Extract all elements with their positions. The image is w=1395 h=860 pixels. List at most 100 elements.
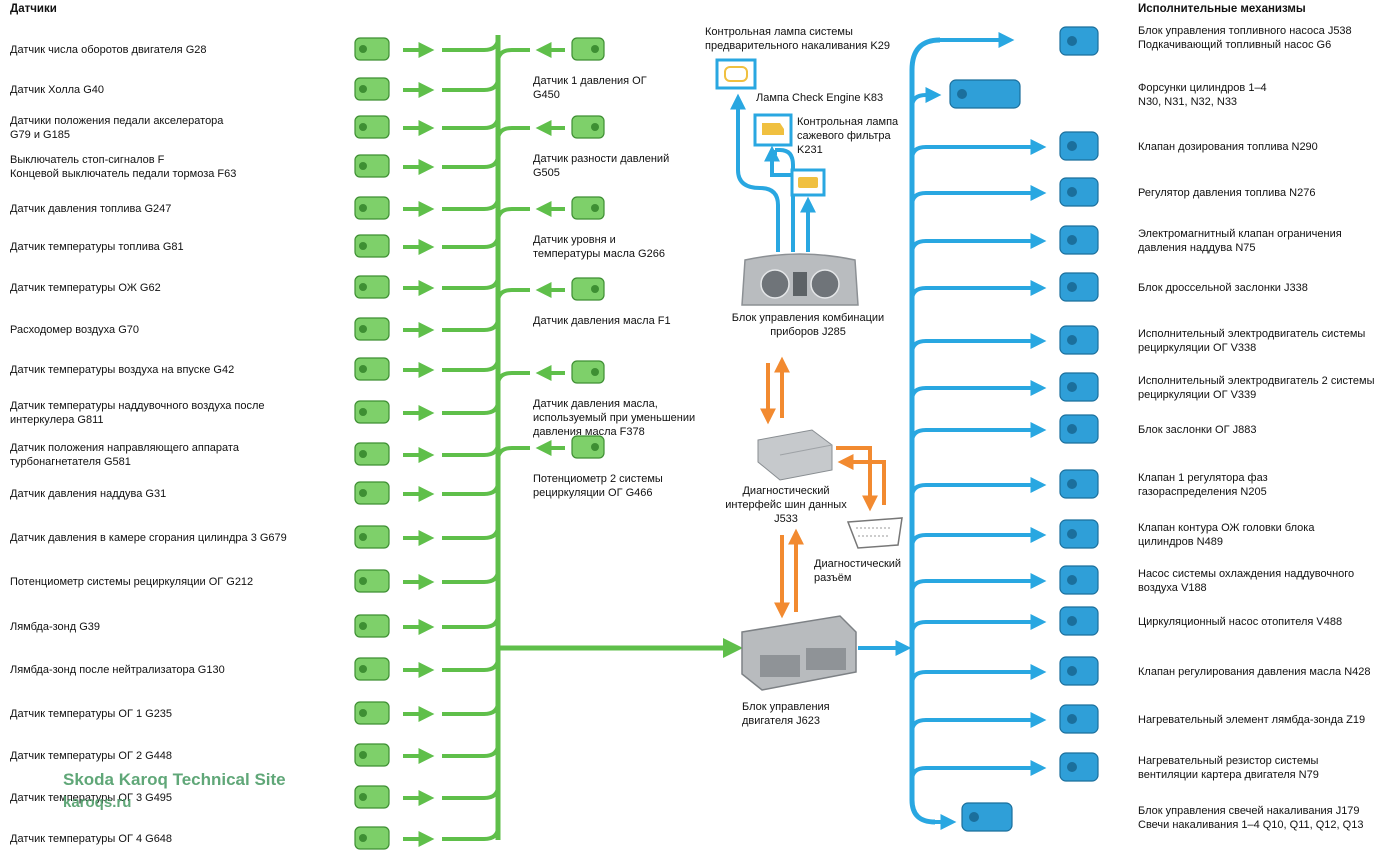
actuator-icon-body — [1059, 519, 1099, 549]
actuator-icon-port — [1067, 479, 1077, 489]
glow-lamp-label: Контрольная лампа системы предварительно… — [705, 26, 890, 52]
watermark-title: Skoda Karoq Technical Site — [63, 770, 286, 789]
sensor-icon-body — [571, 360, 605, 384]
actuator-icon — [1059, 565, 1099, 595]
sensor-icon-port — [359, 365, 367, 373]
actuator-icon-port — [1067, 282, 1077, 292]
actuator-label: Блок дроссельной заслонки J338 — [1138, 282, 1308, 294]
cluster-outputs — [730, 93, 816, 252]
sensor-icon-port — [359, 665, 367, 673]
cluster-to-k83-arrow — [764, 145, 795, 252]
actuator-label: Исполнительный электродвигатель 2 систем… — [1138, 375, 1375, 401]
actuator-icon-port — [1067, 36, 1077, 46]
actuator-label: Нагревательный резистор системы вентиляц… — [1138, 755, 1319, 781]
sensor-icon-body — [354, 525, 390, 549]
sensor-right-label: Датчик 1 давления ОГ G450 — [533, 75, 647, 101]
sensor-icon-body — [354, 154, 390, 178]
actuator-icon-port — [1067, 424, 1077, 434]
sensor-label: Расходомер воздуха G70 — [10, 324, 140, 336]
sensor-icon — [354, 743, 390, 767]
actuator-icon-body — [1059, 372, 1099, 402]
sensor-icon — [354, 400, 390, 424]
actuator-icon-port — [969, 812, 979, 822]
sensor-label: Потенциометр системы рециркуляции ОГ G21… — [10, 576, 254, 588]
sensor-icon-body — [354, 481, 390, 505]
actuator-label: Электромагнитный клапан ограничения давл… — [1138, 228, 1342, 254]
actuator-icon — [1059, 704, 1099, 734]
actuator-icon-port — [1067, 187, 1077, 197]
actuator-arrow — [910, 614, 1047, 635]
gateway-icon — [757, 429, 833, 481]
sensor-icon — [354, 657, 390, 681]
sensor-label: Датчик давления в камере сгорания цилинд… — [10, 532, 287, 544]
sensor-icons — [354, 37, 605, 850]
sensor-label: Лямбда-зонд после нейтрализатора G130 — [10, 664, 225, 676]
actuator-icon-body — [1059, 565, 1099, 595]
actuator-icon — [1059, 131, 1099, 161]
actuator-arrow — [910, 573, 1047, 594]
cluster-label: Блок управления комбинации приборов J285 — [731, 312, 885, 338]
sensor-icon — [571, 277, 605, 301]
sensor-icon — [354, 569, 390, 593]
sensor-icon — [354, 37, 390, 61]
actuator-label: Регулятор давления топлива N276 — [1138, 187, 1316, 199]
sensor-right-branch — [496, 446, 530, 461]
actuator-icon — [1059, 372, 1099, 402]
actuator-label: Нагревательный элемент лямбда-зонда Z19 — [1138, 714, 1366, 726]
gateway-label: Диагностический интерфейс шин данных J53… — [725, 485, 847, 525]
sensor-left-branch — [442, 37, 500, 52]
actuator-icon-body — [1059, 131, 1099, 161]
sensor-left-branch — [442, 115, 500, 130]
sensor-right-label: Потенциометр 2 системы рециркуляции ОГ G… — [533, 473, 663, 499]
actuator-icon-body — [1059, 656, 1099, 686]
sensor-right-branch — [496, 48, 530, 63]
actuator-icon — [949, 79, 1021, 109]
sensor-left-branch — [442, 442, 500, 457]
actuator-icon-body — [1059, 272, 1099, 302]
sensor-icon-body — [354, 657, 390, 681]
sensor-icon-port — [359, 751, 367, 759]
sensor-icon-port — [359, 450, 367, 458]
actuator-arrow — [910, 422, 1047, 443]
actuator-icon — [961, 802, 1013, 832]
actuator-icon-port — [1067, 616, 1077, 626]
sensor-icon — [571, 196, 605, 220]
actuator-icon — [1059, 26, 1099, 56]
sensor-label: Лямбда-зонд G39 — [10, 621, 100, 633]
sensor-right-branch — [496, 126, 530, 141]
sensor-left-branch — [442, 525, 500, 540]
sensor-icon — [354, 196, 390, 220]
actuator-icon-body — [1059, 469, 1099, 499]
sensor-icon-port — [591, 285, 599, 293]
sensor-label: Датчик температуры ОГ 4 G648 — [10, 833, 173, 845]
actuator-icon — [1059, 752, 1099, 782]
sensor-icon-port — [359, 793, 367, 801]
sensor-icon-port — [359, 283, 367, 291]
sensor-icon — [571, 435, 605, 459]
sensor-icon-body — [354, 317, 390, 341]
sensor-icon-body — [354, 234, 390, 258]
sensor-icon-body — [354, 701, 390, 725]
actuator-icon — [1059, 414, 1099, 444]
sensor-left-branch — [442, 196, 500, 211]
sensor-icon-port — [591, 368, 599, 376]
sensor-icon-body — [354, 743, 390, 767]
sensor-left-branch — [442, 317, 500, 332]
sensor-label: Датчик температуры ОГ 1 G235 — [10, 708, 173, 720]
actuator-icon-body — [1059, 606, 1099, 636]
actuator-icon-port — [1067, 335, 1077, 345]
sensor-right-label: Датчик давления масла, используемый при … — [533, 398, 696, 438]
sensor-right-label: Датчик давления масла F1 — [533, 315, 671, 327]
sensor-icon — [354, 275, 390, 299]
sensor-icon — [354, 826, 390, 850]
sensor-left-branch — [442, 657, 500, 672]
can-bus-links — [760, 356, 886, 619]
actuator-icon — [1059, 325, 1099, 355]
actuator-arrow — [910, 87, 942, 108]
sensor-icon — [571, 37, 605, 61]
sensor-icon — [571, 115, 605, 139]
actuator-icon-body — [1059, 325, 1099, 355]
sensor-icon — [354, 614, 390, 638]
actuator-icon-body — [1059, 414, 1099, 444]
actuator-arrow — [910, 280, 1047, 301]
